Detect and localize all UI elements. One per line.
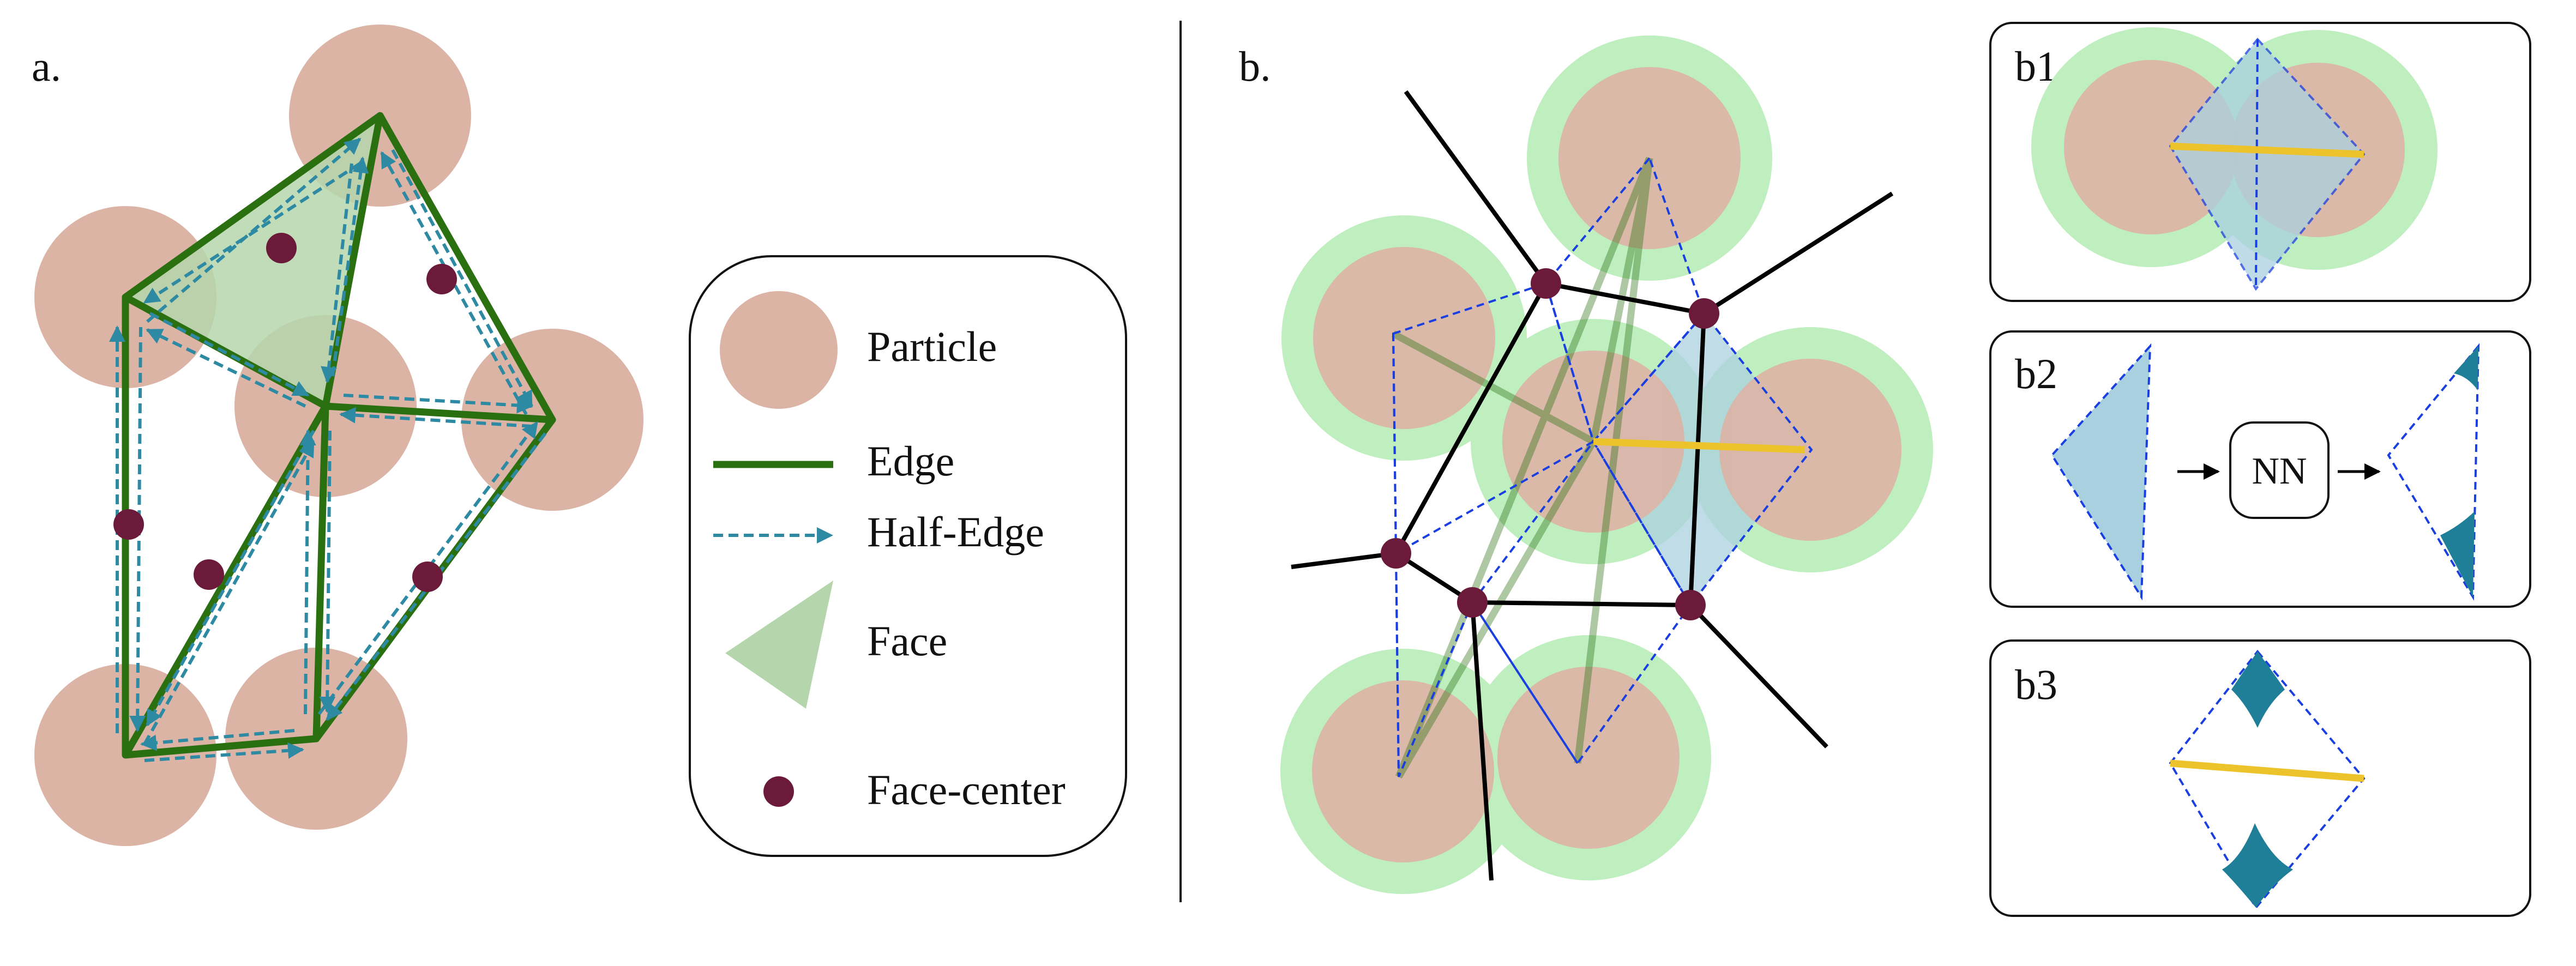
legend-face-center-swatch [763, 776, 794, 807]
face-shaded [125, 116, 380, 406]
particle [2064, 60, 2238, 234]
half-edge [146, 430, 315, 727]
face-center [113, 509, 144, 540]
panel-b2-label: b2 [2015, 350, 2057, 397]
legend: Particle Edge Half-Edge Face Face-center [689, 255, 1127, 857]
highlight-edge [1593, 438, 1805, 454]
panel-b: b. [1239, 35, 1933, 894]
face-center [426, 264, 457, 294]
face-center [194, 559, 224, 590]
cell-patch [2231, 651, 2285, 728]
face-center [266, 233, 297, 263]
half-edge [331, 156, 369, 377]
half-edge [143, 162, 361, 304]
dual-cell-edge [1291, 551, 1397, 569]
panel-b2: b2 NN [1989, 330, 2531, 608]
half-edge [146, 137, 362, 323]
panel-b-mesh-edges [1391, 156, 1653, 779]
panel-b-dual-edges [1291, 90, 1894, 881]
dashed-diamond [1392, 282, 1595, 556]
mesh-edge [325, 402, 553, 424]
dashed-edge [1471, 601, 1579, 764]
half-edge [140, 729, 295, 751]
legend-face-label: Face [867, 617, 947, 665]
panel-b3: b3 [1989, 639, 2531, 917]
half-edge [299, 429, 316, 715]
dual-cell-edge [1689, 603, 1828, 748]
face-center [1675, 590, 1706, 620]
particle [1313, 247, 1495, 429]
mesh-edge [312, 406, 329, 739]
legend-particle-swatch [720, 291, 838, 409]
panel-a-label: a. [32, 43, 61, 90]
half-edge [144, 742, 304, 762]
half-edge [319, 430, 336, 713]
dual-cell-edge [1470, 602, 1494, 881]
panel-a-half-edges [109, 137, 547, 762]
legend-particle-label: Particle [867, 323, 997, 370]
dual-cell-edge [1702, 191, 1894, 316]
face-center [1381, 538, 1411, 569]
half-edge [143, 440, 315, 745]
face-center [1689, 298, 1719, 329]
legend-box [689, 255, 1127, 857]
nn-box [2229, 421, 2330, 519]
cell-patch [2222, 823, 2293, 908]
dual-cell-edge [1404, 90, 1548, 285]
panel-a-face-centers [113, 233, 457, 592]
half-edge [343, 394, 533, 414]
mesh-edge [122, 404, 329, 757]
highlight-edge [2170, 142, 2364, 158]
mesh-edge [1574, 158, 1653, 764]
legend-face-swatch [725, 581, 833, 709]
half-edge [380, 151, 528, 415]
panel-b1: b1 [1989, 22, 2531, 302]
panel-b-label: b. [1239, 43, 1271, 90]
panel-b3-label: b3 [2015, 661, 2057, 708]
face-center [1531, 268, 1561, 299]
panel-b3-box [1989, 639, 2531, 917]
nn-label: NN [2252, 450, 2307, 492]
half-edge [146, 328, 306, 408]
half-edge [321, 163, 353, 383]
cell-fill [2169, 37, 2366, 291]
nn-input-cell [2050, 343, 2152, 601]
legend-face-center-label: Face-center [867, 766, 1066, 813]
panel-a: a. [32, 25, 643, 846]
dashed-edge [2255, 39, 2259, 289]
mesh-edge [1395, 156, 1653, 778]
mesh-edge [1391, 330, 1596, 445]
nn-output-patch [2454, 346, 2478, 390]
dashed-edge [1392, 333, 1400, 777]
nn-output-patch [2440, 511, 2475, 597]
legend-half-edge-label: Half-Edge [867, 508, 1044, 556]
mesh-edge [1395, 439, 1597, 779]
panel-b-face-centers [1381, 268, 1719, 620]
dual-cell-edge [1394, 281, 1706, 607]
legend-edge-label: Edge [867, 437, 954, 485]
nn-output-cell [2387, 343, 2480, 601]
particle [1312, 680, 1494, 862]
half-edge [391, 149, 533, 408]
face-center [412, 562, 443, 592]
half-edge [339, 407, 532, 428]
panel-b1-label: b1 [2015, 43, 2057, 90]
face-center [1457, 587, 1488, 618]
highlight-edge [2170, 759, 2364, 782]
